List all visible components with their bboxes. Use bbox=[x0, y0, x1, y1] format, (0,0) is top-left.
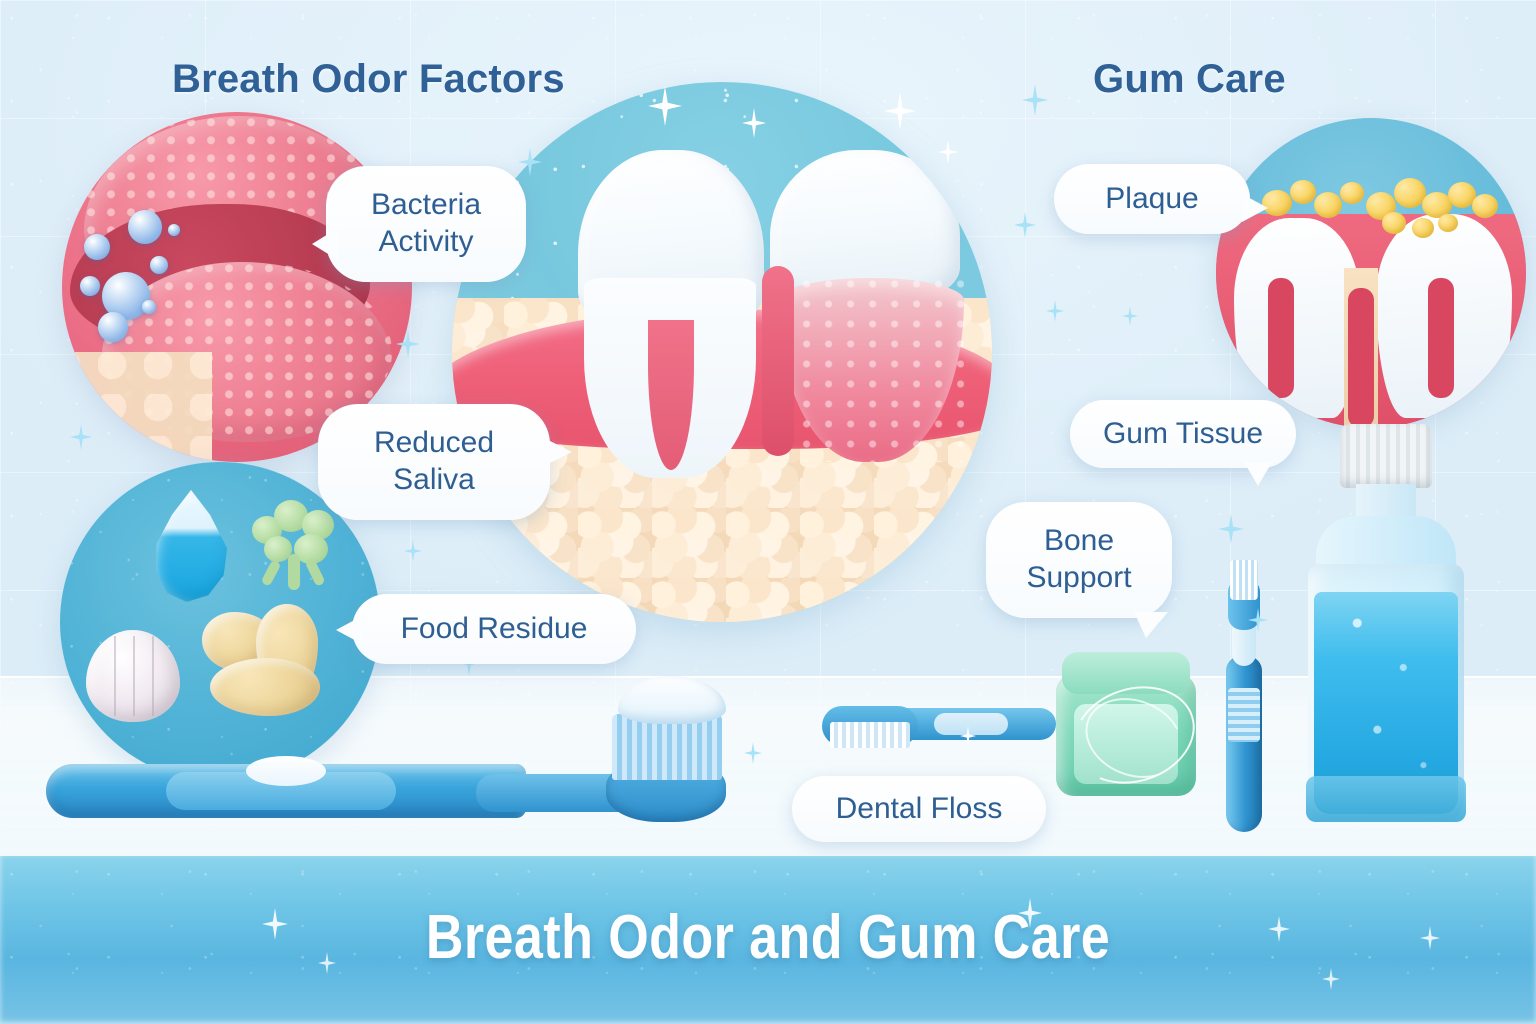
label-line: Bacteria bbox=[370, 188, 482, 222]
toothbrush-lying bbox=[822, 700, 1056, 758]
gum-pocket-right bbox=[778, 278, 964, 462]
plaque-illustration bbox=[1216, 118, 1526, 428]
dental-floss-container bbox=[1056, 648, 1208, 799]
plaque-deposit bbox=[1340, 182, 1364, 204]
heading-gum-care: Gum Care bbox=[1093, 57, 1286, 101]
bacteria-bubble bbox=[168, 224, 180, 236]
bacteria-bubble bbox=[128, 210, 162, 244]
tooth-gum-bone-illustration bbox=[452, 82, 992, 622]
bacteria-bubble bbox=[150, 256, 168, 274]
label-dental-floss[interactable]: Dental Floss bbox=[792, 776, 1046, 842]
garlic-bulb-icon bbox=[86, 630, 180, 722]
root-canal-right bbox=[1428, 278, 1454, 398]
gum-texture bbox=[778, 278, 964, 462]
interdental-gum-right bbox=[762, 266, 794, 456]
floss-lid bbox=[1062, 652, 1190, 694]
bacteria-bubble bbox=[80, 276, 100, 296]
bubble-tail bbox=[544, 438, 572, 466]
toothbrush-grip-hole bbox=[934, 713, 1008, 735]
bubble-tail bbox=[1244, 462, 1272, 486]
plaque-deposit bbox=[1412, 218, 1434, 238]
plaque-deposit bbox=[1438, 214, 1458, 232]
bottom-banner: Breath Odor and Gum Care bbox=[0, 856, 1536, 1024]
plaque-deposit bbox=[1422, 192, 1452, 218]
bacteria-bubble bbox=[98, 312, 128, 342]
bottle-cap bbox=[1340, 424, 1432, 488]
banner-title: Breath Odor and Gum Care bbox=[425, 903, 1111, 972]
label-line: Activity bbox=[378, 225, 474, 258]
label-line: Reduced bbox=[373, 426, 495, 460]
label-food-residue[interactable]: Food Residue bbox=[336, 594, 636, 664]
bone-tissue-edge bbox=[62, 352, 212, 462]
broccoli-icon bbox=[248, 498, 344, 596]
plaque-tooth-left bbox=[1234, 218, 1360, 418]
bubble-tail bbox=[336, 616, 362, 644]
broccoli-floret bbox=[264, 536, 292, 562]
tongue-bacteria-illustration bbox=[62, 112, 412, 462]
toothbrush-standing bbox=[1208, 560, 1278, 832]
toothbrush-bristles bbox=[1230, 560, 1258, 600]
label-bone-support[interactable]: Bone Support bbox=[986, 502, 1172, 638]
bottle-shoulder bbox=[1316, 516, 1456, 572]
plaque-deposit bbox=[1314, 192, 1342, 218]
label-bacteria-activity[interactable]: Bacteria Activity bbox=[312, 166, 526, 282]
bubble-tail bbox=[1134, 612, 1168, 638]
gum-between-teeth bbox=[1348, 288, 1374, 428]
toothbrush-handle bbox=[1226, 656, 1262, 832]
broccoli-stalk bbox=[288, 554, 300, 590]
floss-window bbox=[1074, 704, 1178, 784]
plaque-deposit bbox=[1290, 180, 1316, 204]
plaque-deposit bbox=[1382, 212, 1406, 234]
label-line: Support bbox=[1026, 561, 1132, 594]
toothbrush-bristles bbox=[612, 714, 722, 780]
onion-piece-icon bbox=[210, 658, 320, 716]
bacteria-bubble bbox=[142, 300, 156, 314]
label-line: Bone bbox=[1043, 524, 1115, 558]
label-text: Gum Tissue bbox=[1102, 417, 1264, 451]
toothbrush-bristles bbox=[830, 722, 910, 748]
bubble-tail bbox=[312, 228, 338, 260]
food-residue-illustration bbox=[60, 462, 380, 782]
toothbrush-with-toothpaste bbox=[46, 676, 726, 828]
mouthwash-bottle bbox=[1300, 424, 1472, 832]
banner-texture bbox=[0, 856, 1536, 1024]
bacteria-bubble bbox=[84, 234, 110, 260]
plaque-deposit bbox=[1394, 178, 1426, 208]
bubble-tail bbox=[1242, 194, 1268, 222]
label-gum-tissue[interactable]: Gum Tissue bbox=[1070, 400, 1296, 486]
label-line: Saliva bbox=[393, 463, 475, 496]
label-text: Dental Floss bbox=[835, 792, 1003, 826]
plaque-deposit bbox=[1448, 182, 1476, 208]
toothpaste-blob bbox=[618, 676, 726, 724]
broccoli-stalk bbox=[304, 557, 326, 587]
toothbrush-grip-rings bbox=[1228, 688, 1260, 742]
label-plaque[interactable]: Plaque bbox=[1054, 164, 1268, 234]
bottle-base bbox=[1306, 776, 1466, 822]
toothpaste-dab bbox=[246, 756, 326, 786]
molar-tooth-right-crown bbox=[770, 150, 960, 300]
label-text: Food Residue bbox=[400, 612, 588, 646]
label-reduced-saliva[interactable]: Reduced Saliva bbox=[318, 404, 572, 520]
broccoli-stalk bbox=[260, 559, 282, 587]
label-text: Plaque bbox=[1105, 182, 1199, 216]
plaque-deposit bbox=[1472, 194, 1498, 218]
root-canal-left bbox=[1268, 278, 1294, 398]
